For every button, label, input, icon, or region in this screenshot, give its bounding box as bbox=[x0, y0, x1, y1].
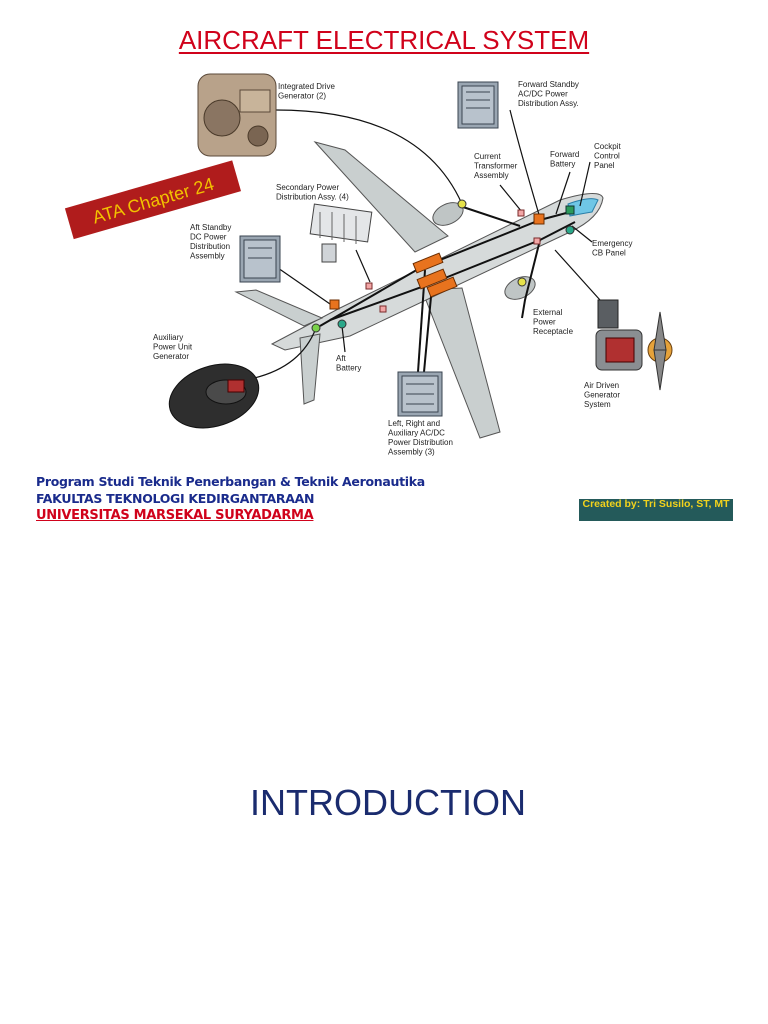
diagram-label-line: Distribution Assy. bbox=[518, 99, 579, 108]
diagram-label-line: Current bbox=[474, 152, 501, 161]
diagram-label-line: Power Unit bbox=[153, 343, 193, 352]
diagram-label-line: AC/DC Power bbox=[518, 90, 568, 99]
diagram-label-line: Battery bbox=[550, 160, 575, 169]
secondary-power-picture bbox=[309, 203, 373, 263]
diagram-label-line: External bbox=[533, 308, 563, 317]
page-title: AIRCRAFT ELECTRICAL SYSTEM bbox=[178, 25, 590, 55]
diagram-label-line: DC Power bbox=[190, 233, 227, 242]
diagram-label-line: Distribution Assy. (4) bbox=[276, 193, 349, 202]
diagram-label-line: Generator bbox=[584, 391, 620, 400]
forward-standby-box-picture bbox=[457, 81, 499, 129]
diagram-label-line: Power Distribution bbox=[388, 438, 453, 447]
diagram-label-line: Assembly (3) bbox=[388, 448, 435, 457]
diagram-label-line: Integrated Drive bbox=[278, 82, 335, 91]
diagram-label-line: System bbox=[584, 400, 611, 409]
diagram-label-line: Panel bbox=[594, 161, 615, 170]
diagram-label-line: Forward bbox=[550, 150, 579, 159]
diagram-label-line: Assembly bbox=[474, 171, 509, 180]
callout-lines bbox=[244, 109, 601, 381]
diagram-label-line: Distribution bbox=[190, 242, 230, 251]
faculty-text: FAKULTAS TEKNOLOGI KEDIRGANTARAAN bbox=[36, 491, 315, 506]
air-driven-generator-picture bbox=[595, 299, 673, 391]
diagram-label-line: Left, Right and bbox=[388, 419, 440, 428]
diagram-label-line: Battery bbox=[336, 364, 361, 373]
diagram-label-line: Emergency bbox=[592, 239, 632, 248]
diagram-label-line: Aft Standby bbox=[190, 223, 231, 232]
university-text: UNIVERSITAS MARSEKAL SURYADARMA bbox=[36, 508, 314, 523]
wiring-lines bbox=[319, 205, 576, 373]
diagram-label-line: Generator bbox=[153, 352, 189, 361]
section-heading: INTRODUCTION bbox=[250, 782, 526, 823]
lr-aux-box-picture bbox=[397, 371, 443, 417]
diagram-label-line: Assembly bbox=[190, 252, 225, 261]
apu-generator-picture bbox=[168, 363, 260, 429]
diagram-label-line: Transformer bbox=[474, 162, 518, 171]
diagram-label-line: Generator (2) bbox=[278, 92, 326, 101]
diagram-label-line: Secondary Power bbox=[276, 183, 339, 192]
diagram-label-line: Receptacle bbox=[533, 327, 574, 336]
diagram-label-line: Auxiliary bbox=[153, 333, 183, 342]
diagram-label-line: Cockpit bbox=[594, 142, 621, 151]
diagram-label-line: Aft bbox=[336, 354, 347, 363]
diagram-label-line: Auxiliary AC/DC bbox=[388, 429, 445, 438]
diagram-label-line: Air Driven bbox=[584, 381, 619, 390]
diagram-label-line: Control bbox=[594, 152, 620, 161]
diagram-label-line: Power bbox=[533, 318, 556, 327]
component-markers bbox=[311, 199, 575, 333]
diagram-label-line: CB Panel bbox=[592, 249, 626, 258]
diagram-label-line: Forward Standby bbox=[518, 80, 579, 89]
author-credit: Created by: Tri Susilo, ST, MT bbox=[579, 499, 733, 521]
program-study-text: Program Studi Teknik Penerbangan & Tekni… bbox=[36, 474, 425, 489]
idg-unit-picture bbox=[197, 73, 277, 157]
aft-standby-box-picture bbox=[239, 235, 281, 283]
